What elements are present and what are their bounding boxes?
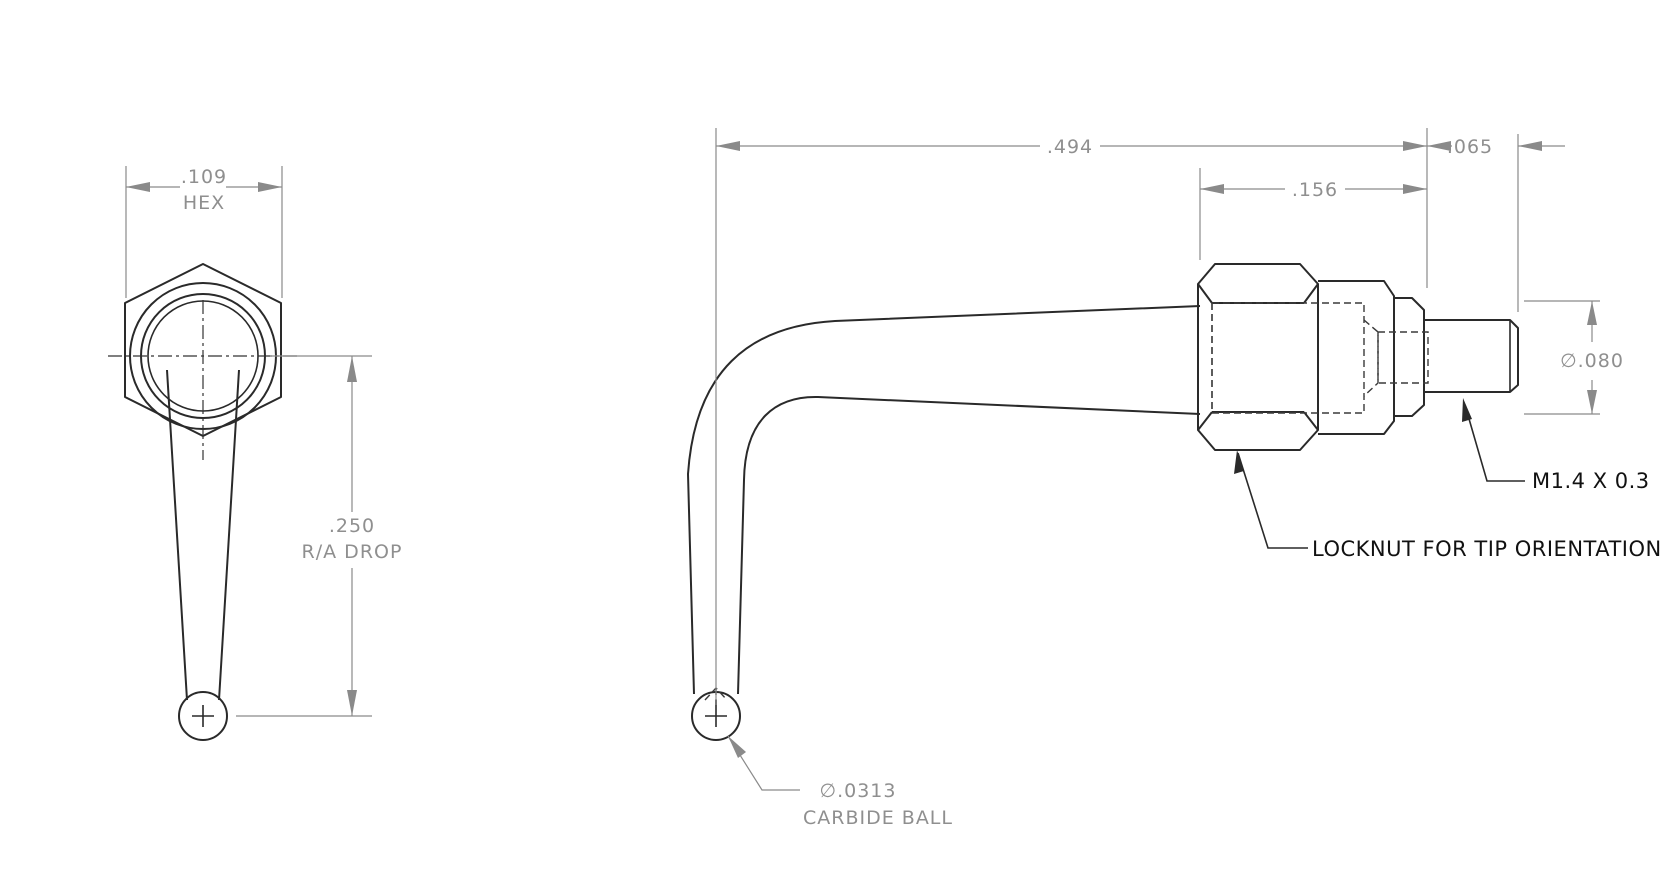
thread-dim-arrow-right [1518, 141, 1542, 151]
ball-leader-arrow [728, 736, 746, 758]
thread-spec-note: M1.4 X 0.3 [1532, 469, 1650, 493]
locknut-lower-facet [1197, 411, 1319, 431]
drop-dim-arrow-top [347, 356, 357, 382]
thread-spec-leader-arrow [1462, 398, 1472, 422]
side-hex-outline [124, 263, 282, 437]
hex-dim-value: .109 [181, 166, 227, 188]
ball-label: CARBIDE BALL [803, 807, 953, 829]
stylus-outer-profile [687, 305, 1201, 695]
locknut-leader-arrow [1234, 450, 1244, 474]
side-carbide-ball [178, 691, 228, 741]
ball-diameter-value: ∅.0313 [820, 780, 897, 802]
overall-dim-value: .494 [1047, 136, 1093, 158]
stylus-inner-profile [737, 395, 1201, 695]
thread-dim-arrow-left [1427, 141, 1451, 151]
locknut-upper-facet [1197, 283, 1319, 304]
thread-outline [1424, 319, 1519, 393]
hidden-thread-bore [1377, 331, 1429, 384]
overall-dim-arrow-left [716, 141, 740, 151]
thread-dia-arrow-top [1587, 301, 1597, 325]
drop-dim-label: R/A DROP [302, 541, 403, 563]
locknut-note: LOCKNUT FOR TIP ORIENTATION [1312, 537, 1662, 561]
hidden-bore [1211, 302, 1365, 414]
ball-leader [727, 735, 800, 791]
hidden-bore-tip [1363, 319, 1379, 397]
hex-dim-label: HEX [183, 192, 225, 214]
drop-dim-value: .250 [329, 515, 375, 537]
thread-diameter-value: ∅.080 [1560, 350, 1624, 372]
thread-dia-arrow-bottom [1587, 390, 1597, 414]
hex-length-arrow-left [1200, 184, 1224, 194]
side-stylus-stem [166, 369, 240, 701]
hex-dim-arrow-left [126, 182, 150, 192]
locknut-hex-body [1197, 263, 1319, 451]
thread-spec-leader [1464, 404, 1525, 482]
shoulder-outline [1394, 297, 1425, 417]
thread-length-dim-value: .065 [1447, 136, 1493, 158]
front-view: .494 .065 .156 ∅.080 M1.4 X 0.3 LOCKNUT … [687, 128, 1662, 829]
drop-dim-arrow-bottom [347, 690, 357, 716]
side-view: .109 HEX .250 R/A DROP [108, 166, 403, 741]
overall-dim-arrow-right [1403, 141, 1427, 151]
threaded-body-outline [1318, 280, 1395, 435]
hex-length-arrow-right [1403, 184, 1427, 194]
locknut-leader [1237, 452, 1308, 549]
hex-dim-arrow-right [258, 182, 282, 192]
hex-length-dim-value: .156 [1292, 179, 1338, 201]
